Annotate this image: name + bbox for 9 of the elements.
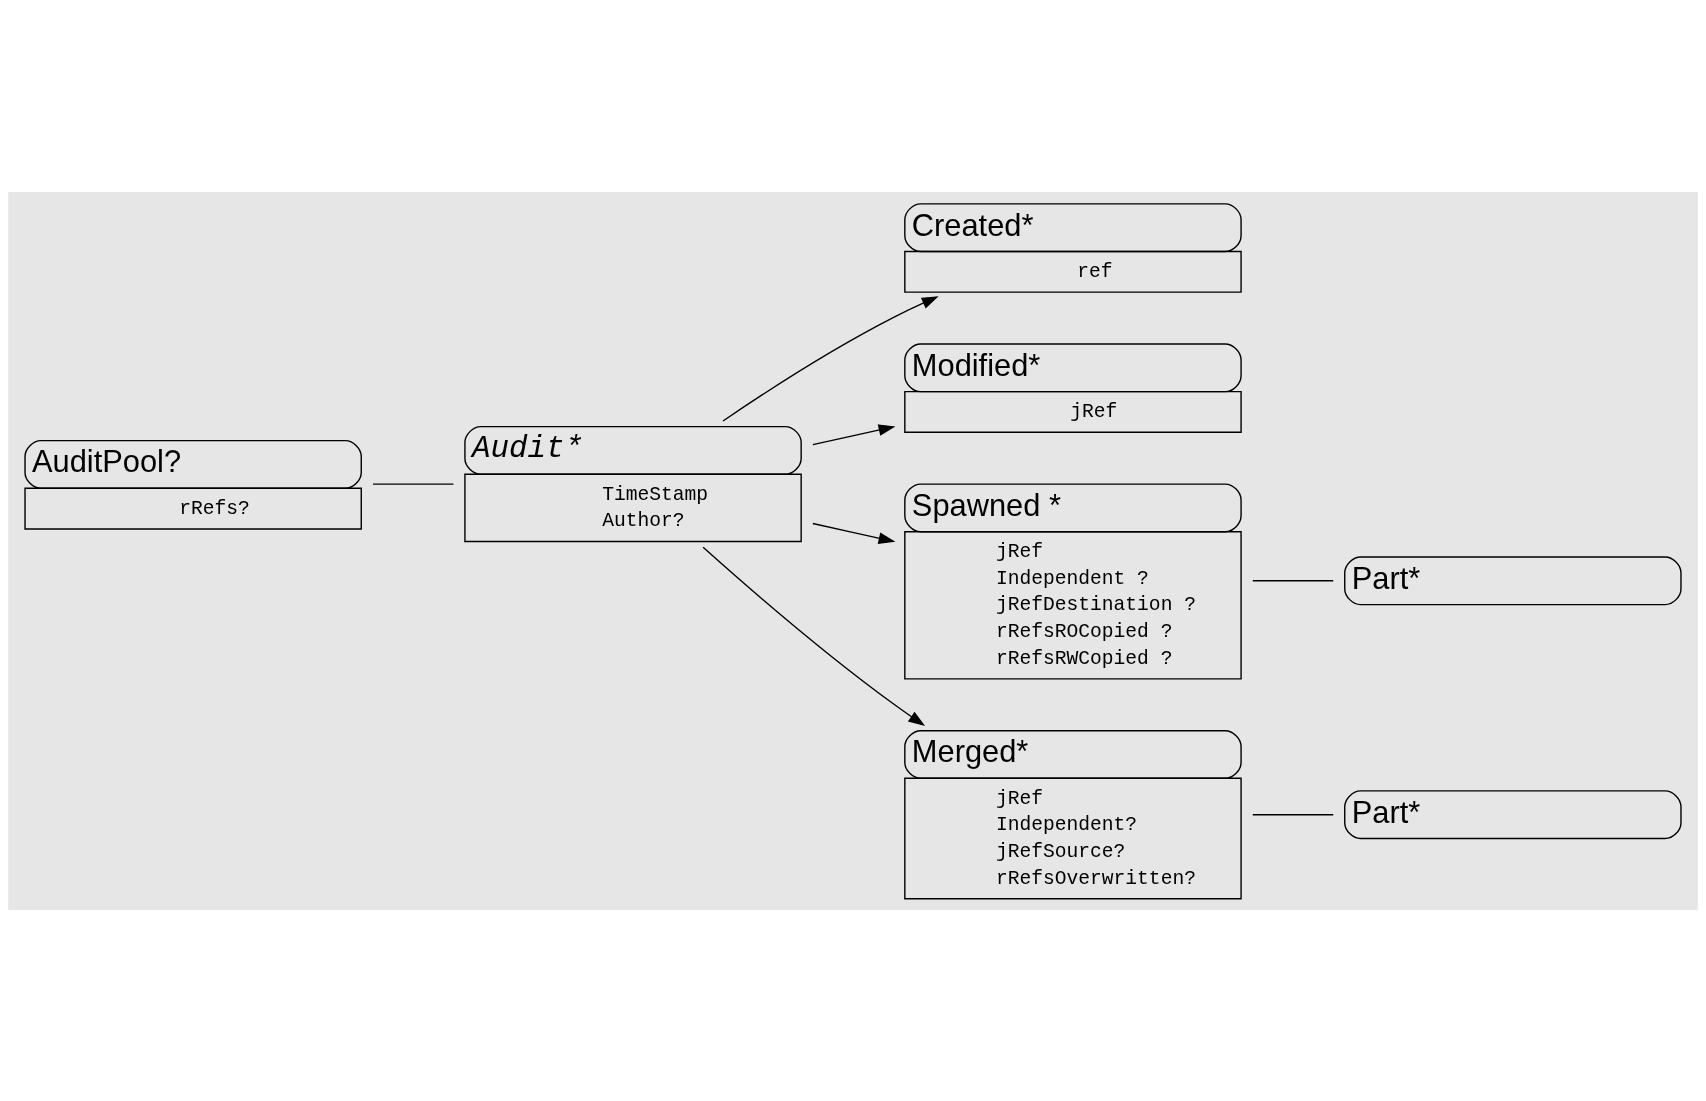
arrow (812, 423, 896, 445)
arrow (812, 522, 896, 544)
connector (1252, 813, 1334, 815)
connector (372, 482, 455, 485)
arrow (702, 546, 926, 726)
connector (1252, 579, 1334, 581)
arrow (722, 295, 939, 422)
node-box: Part* (1344, 555, 1682, 605)
node-box: Part* (1344, 789, 1682, 839)
